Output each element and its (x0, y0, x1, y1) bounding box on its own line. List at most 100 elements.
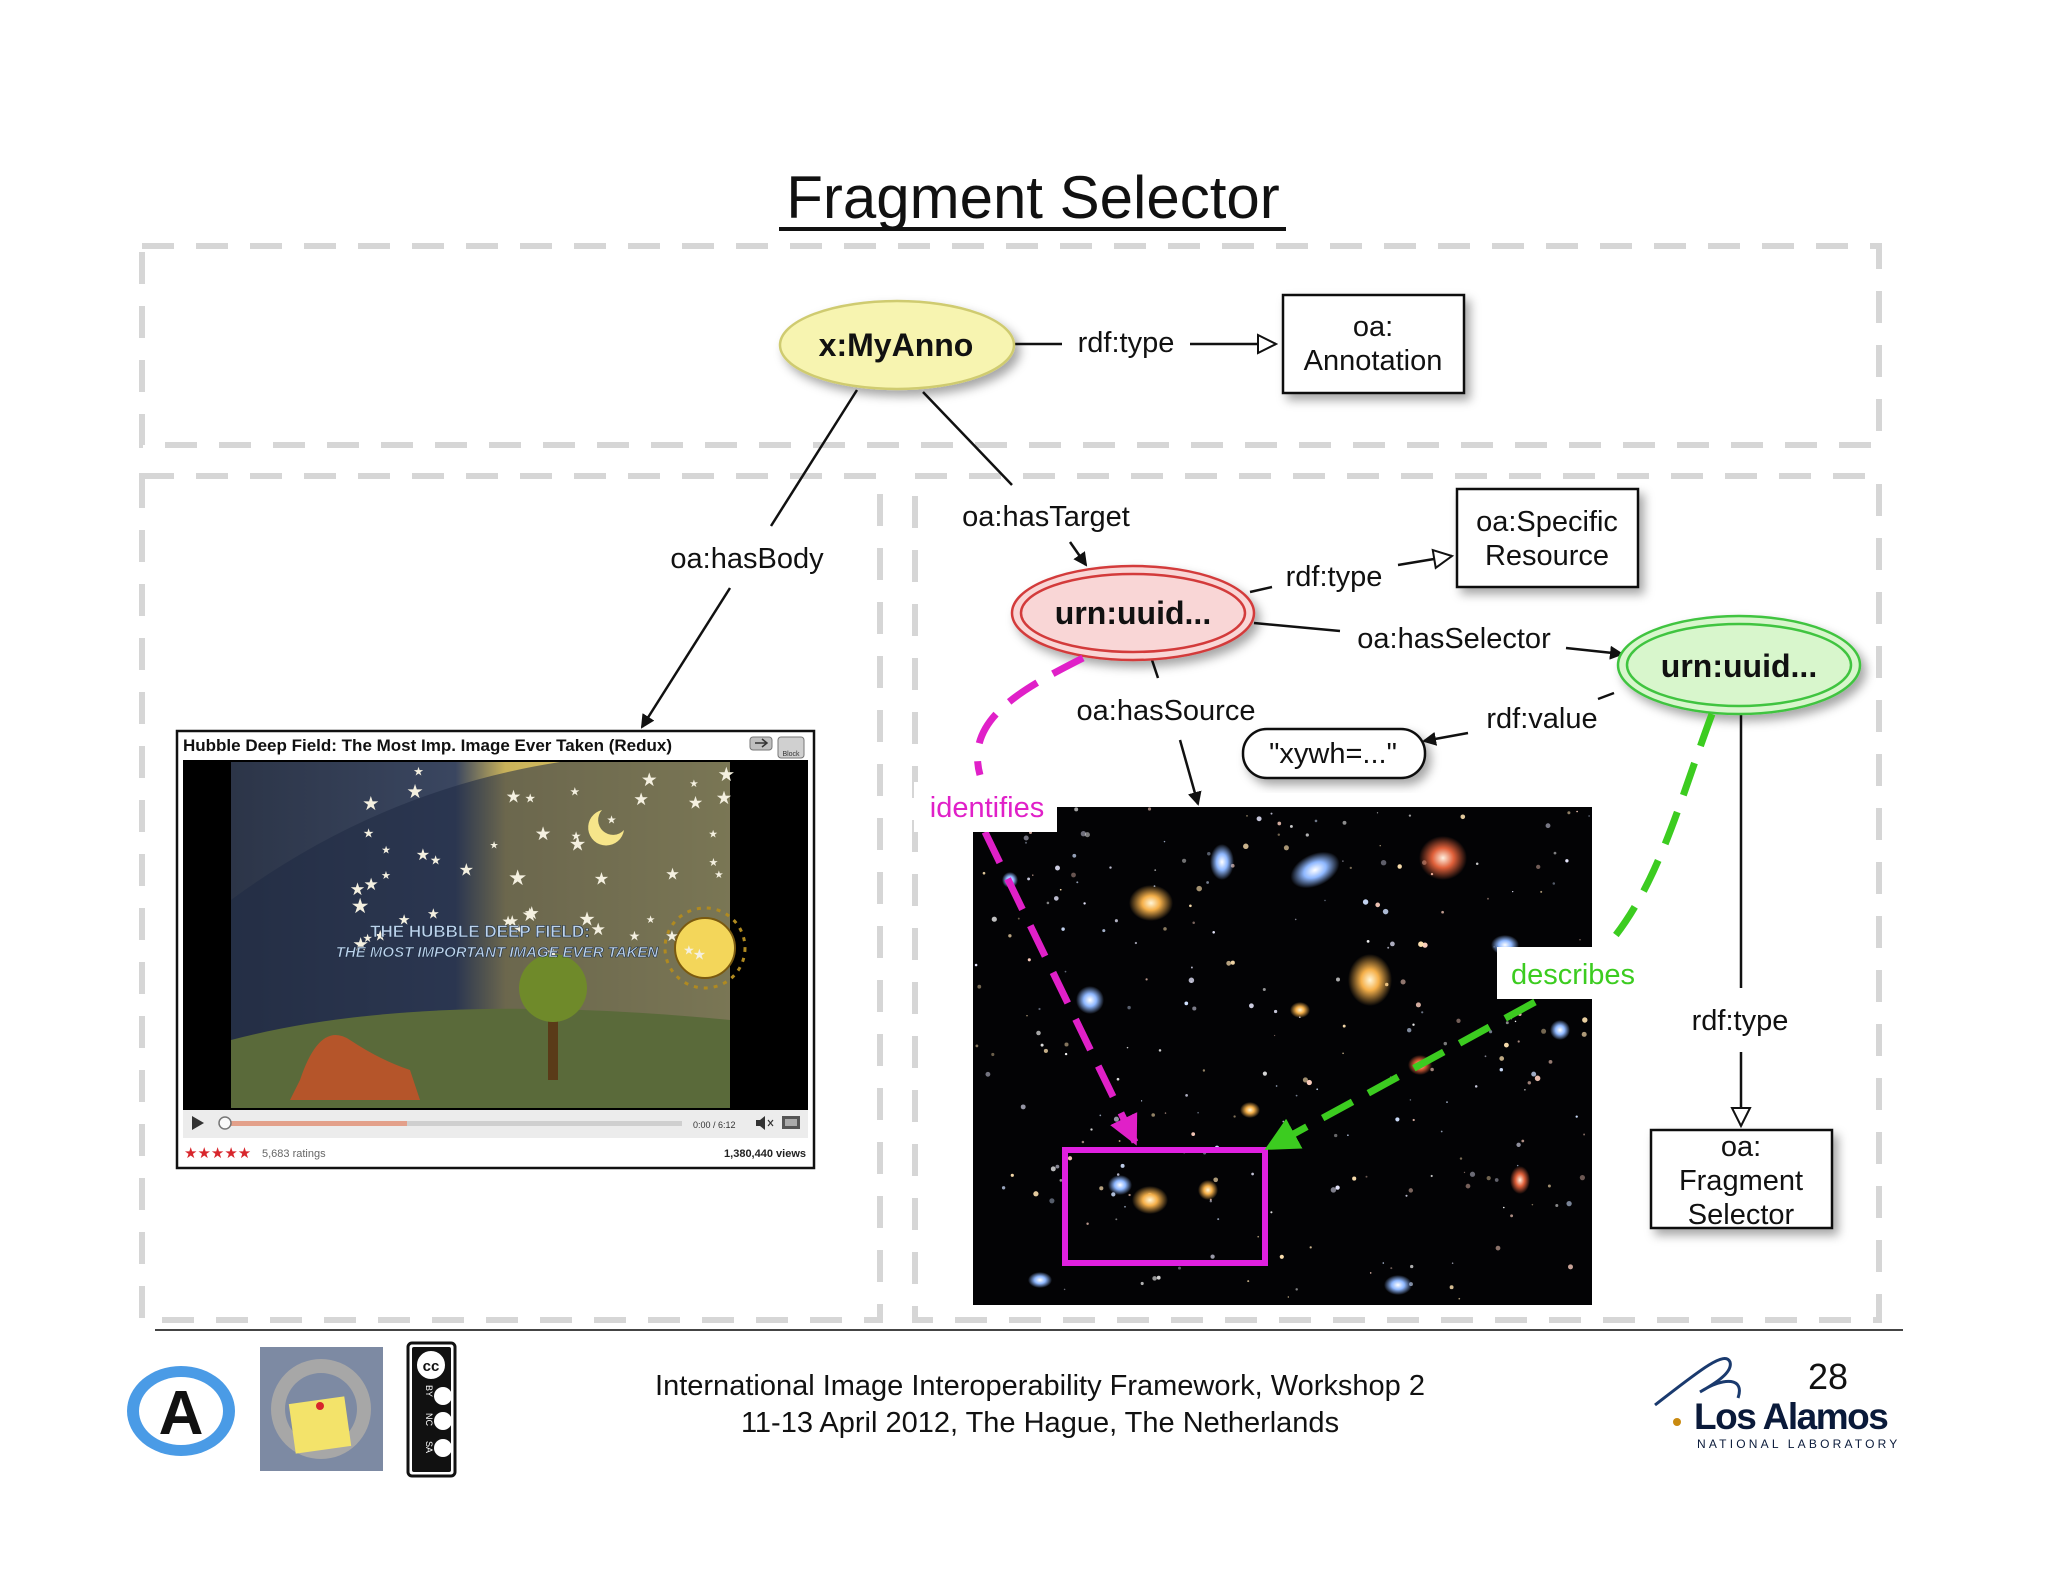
star-dot (1027, 958, 1031, 962)
share-icon[interactable] (749, 736, 773, 751)
star-dot (1407, 1028, 1412, 1033)
star-dot (1020, 1104, 1026, 1110)
star-dot (1247, 1280, 1250, 1283)
node-target (1010, 564, 1256, 662)
sky-star-icon: ★ (607, 813, 617, 826)
progress-handle[interactable] (218, 1116, 232, 1130)
sky-star-icon: ★ (374, 928, 387, 944)
pilgrim-figure (290, 1035, 420, 1100)
edge-label-anno-type: rdf:type (1078, 327, 1175, 359)
sky-star-icon: ★ (594, 869, 609, 889)
star-dot (1114, 919, 1118, 923)
hubble-deep-field-image (973, 807, 1592, 1305)
star-dot (1330, 1187, 1337, 1193)
star-dot (1262, 1071, 1267, 1076)
star-dot (1441, 910, 1444, 914)
sky-star-icon: ★ (665, 927, 678, 945)
star-dot (1023, 835, 1029, 841)
star-dot (1273, 1009, 1278, 1014)
sky-star-icon: ★ (381, 869, 391, 882)
star-dot (1147, 807, 1152, 811)
identifies-label: identifies (930, 792, 1044, 824)
star-dot (1032, 874, 1034, 876)
star-dot (1249, 1003, 1254, 1009)
star-dot (1566, 1200, 1572, 1207)
sky-star-icon: ★ (363, 825, 374, 840)
progress-track[interactable] (222, 1121, 682, 1126)
sky-star-icon: ★ (693, 946, 706, 963)
moon-icon (588, 810, 624, 846)
sky-star-icon: ★ (351, 894, 370, 918)
star-dot (1115, 1218, 1118, 1221)
star-dot (1053, 896, 1059, 901)
node-specific-resource-class (1455, 487, 1640, 589)
annotation-a-logo: A (127, 1366, 235, 1456)
star-dot (1365, 1175, 1368, 1178)
star-dot (1536, 864, 1541, 870)
star-dot (1451, 1262, 1454, 1264)
star-dot (1099, 1186, 1104, 1191)
progress-buffered (222, 1121, 407, 1126)
sky-star-icon: ★ (665, 864, 680, 883)
star-dot (1206, 881, 1209, 884)
star-dot (1581, 1031, 1587, 1037)
edge-has-body-lower (640, 587, 732, 729)
star-dot (1484, 1055, 1487, 1058)
star-dot (1579, 1174, 1586, 1181)
video-player[interactable]: Hubble Deep Field: The Most Imp. Image E… (175, 729, 816, 1170)
sky-star-icon: ★ (571, 829, 582, 843)
edge-value-arrow (1422, 731, 1469, 746)
star-dot (1456, 1018, 1461, 1023)
play-icon[interactable] (192, 1116, 204, 1130)
star-dot (1397, 864, 1402, 869)
node-annotation-class-line2: Annotation (1304, 345, 1443, 377)
describes-label-bg (1497, 947, 1647, 999)
star-dot (1306, 1079, 1312, 1086)
star-dot (1395, 1117, 1400, 1122)
node-anno-label: x:MyAnno (819, 327, 974, 363)
star-dot (1553, 851, 1557, 855)
edge-has-source-stub (1150, 659, 1160, 679)
star-dot (1294, 918, 1297, 921)
star-dot (1059, 888, 1062, 891)
identifies-label-bg (914, 782, 1057, 832)
star-dot (1086, 1222, 1089, 1226)
star-dot (1071, 872, 1076, 878)
star-dot (1140, 1281, 1144, 1286)
star-dot (1246, 815, 1248, 817)
star-dot (1412, 1118, 1415, 1122)
sky-star-icon: ★ (406, 780, 423, 803)
star-dot (1202, 1069, 1206, 1072)
star-dot (1027, 877, 1031, 881)
star-dot (1541, 1028, 1547, 1034)
star-dot (1277, 833, 1281, 836)
volume-icon[interactable] (756, 1116, 774, 1130)
star-dot (1567, 811, 1571, 815)
edge-has-selector-arrow (1565, 645, 1624, 660)
edge-label-has-selector: oa:hasSelector (1357, 623, 1551, 655)
star-dot (1382, 908, 1389, 915)
star-dot (1405, 1194, 1408, 1197)
star-dot (1046, 901, 1050, 905)
star-dot (1063, 1288, 1066, 1291)
block-badge[interactable]: Block (777, 736, 805, 759)
edge-has-body-upper (769, 389, 859, 527)
edge-has-target-upper (922, 391, 1013, 486)
star-dot (1408, 1188, 1414, 1193)
star-dot (1128, 1193, 1131, 1197)
sa-icon (434, 1439, 452, 1457)
node-specific-resource-line2: Resource (1485, 540, 1609, 572)
rating-stars[interactable]: ★★★★★ (184, 1145, 251, 1162)
star-dot (1050, 1166, 1056, 1172)
star-dot (1109, 866, 1112, 869)
node-annotation-class (1281, 293, 1466, 395)
star-dot (1113, 1116, 1119, 1122)
edge-label-has-source: oa:hasSource (1077, 695, 1256, 727)
fullscreen-icon[interactable] (782, 1116, 800, 1129)
star-dot (1408, 814, 1412, 817)
video-title[interactable]: Hubble Deep Field: The Most Imp. Image E… (183, 736, 672, 755)
star-dot (1460, 814, 1466, 820)
star-dot (1295, 1094, 1298, 1097)
star-dot (1489, 1030, 1493, 1034)
star-dot (1527, 1081, 1532, 1085)
